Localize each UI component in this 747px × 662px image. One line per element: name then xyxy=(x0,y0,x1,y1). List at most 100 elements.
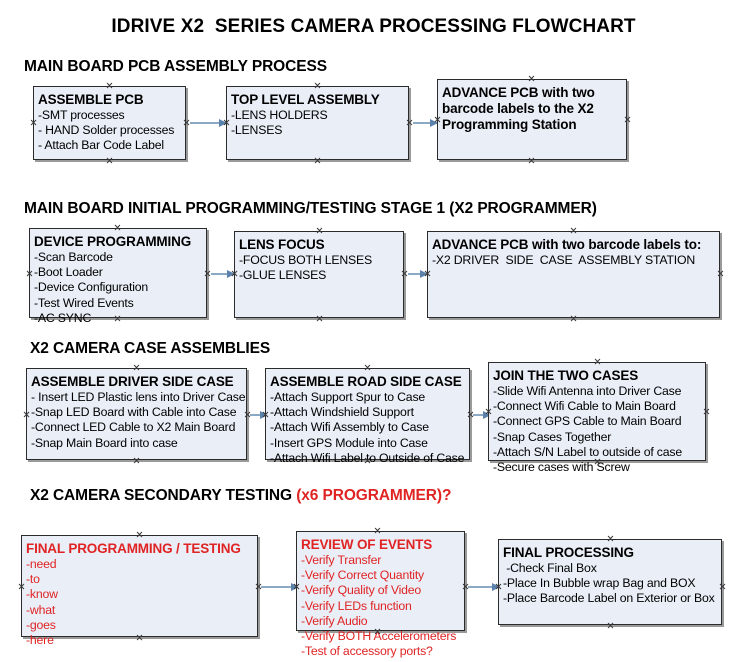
connection-handle-top[interactable] xyxy=(594,358,601,365)
node-line: -SMT processes xyxy=(38,108,125,122)
connection-handle-bottom[interactable] xyxy=(314,157,321,164)
node-line: -Attach S/N Label to outside of case xyxy=(493,444,682,459)
node-line: -Slide Wifi Antenna into Driver Case xyxy=(493,384,682,398)
node-title: DEVICE PROGRAMMING xyxy=(34,234,192,249)
node-top-level-assembly[interactable]: TOP LEVEL ASSEMBLY -LENS HOLDERS -LENSES xyxy=(226,86,409,160)
connection-handle-top[interactable] xyxy=(374,527,381,534)
connection-handle-left[interactable] xyxy=(485,408,492,415)
connection-handle-top[interactable] xyxy=(607,535,614,542)
connection-handle-bottom[interactable] xyxy=(594,458,601,465)
connection-handle-bottom[interactable] xyxy=(133,457,140,464)
node-line: -need xyxy=(26,557,57,571)
connection-handle-top[interactable] xyxy=(136,531,143,538)
node-final-programming-testing[interactable]: FINAL PROGRAMMING / TESTING -need -to -k… xyxy=(21,535,258,647)
node-line: -here xyxy=(26,633,54,648)
connector-arrow xyxy=(473,411,491,419)
connection-handle-right[interactable] xyxy=(183,119,190,126)
connection-handle-right[interactable] xyxy=(401,270,408,277)
connection-handle-bottom[interactable] xyxy=(106,157,113,164)
node-join-the-two-cases[interactable]: JOIN THE TWO CASES -Slide Wifi Antenna i… xyxy=(488,362,706,474)
node-title: ASSEMBLE ROAD SIDE CASE xyxy=(270,374,462,389)
connection-handle-left[interactable] xyxy=(424,270,431,277)
node-line: -Snap LED Board with Cable into Case xyxy=(31,405,237,420)
node-assemble-pcb[interactable]: ASSEMBLE PCB -SMT processes - HAND Solde… xyxy=(33,86,186,160)
connection-handle-left[interactable] xyxy=(262,411,269,418)
connection-handle-left[interactable] xyxy=(23,411,30,418)
node-line: -Verify Quality of Video xyxy=(301,583,422,598)
node-line: -Verify LEDs function xyxy=(301,598,412,613)
connection-handle-top[interactable] xyxy=(106,82,113,89)
node-line: -Verify Audio xyxy=(301,613,368,628)
connector-arrow xyxy=(190,119,227,127)
connection-handle-bottom[interactable] xyxy=(316,315,323,322)
connector-arrow xyxy=(413,119,438,127)
connection-handle-top[interactable] xyxy=(316,227,323,234)
connection-handle-right[interactable] xyxy=(204,270,211,277)
node-line: -Insert GPS Module into Case xyxy=(270,435,428,450)
node-line: -Test Wired Events xyxy=(34,295,134,310)
section-heading-4-text: X2 CAMERA SECONDARY TESTING xyxy=(30,487,297,504)
node-assemble-driver-side-case[interactable]: ASSEMBLE DRIVER SIDE CASE - Insert LED P… xyxy=(26,368,247,460)
node-line: -know xyxy=(26,587,58,602)
node-line: -goes xyxy=(26,617,56,632)
node-advance-pcb-station[interactable]: ADVANCE PCB with two barcode labels to t… xyxy=(437,79,627,160)
section-heading-4: X2 CAMERA SECONDARY TESTING (x6 PROGRAMM… xyxy=(30,487,451,505)
connection-handle-right[interactable] xyxy=(703,408,710,415)
connection-handle-bottom[interactable] xyxy=(114,315,121,322)
connection-handle-right[interactable] xyxy=(719,583,726,590)
connection-handle-bottom[interactable] xyxy=(570,315,577,322)
node-advance-pcb-driver-side[interactable]: ADVANCE PCB with two barcode labels to: … xyxy=(427,231,720,318)
node-line: -Place In Bubble wrap Bag and BOX xyxy=(503,576,696,591)
connection-handle-top[interactable] xyxy=(133,364,140,371)
connection-handle-top[interactable] xyxy=(570,227,577,234)
node-line: -Secure cases with Screw xyxy=(493,460,630,475)
node-title: REVIEW OF EVENTS xyxy=(301,537,433,552)
node-title: ASSEMBLE PCB xyxy=(38,92,144,107)
node-lens-focus[interactable]: LENS FOCUS -FOCUS BOTH LENSES -GLUE LENS… xyxy=(234,231,404,318)
node-line: -Attach Support Spur to Case xyxy=(270,390,426,404)
connection-handle-left[interactable] xyxy=(30,119,37,126)
connection-handle-right[interactable] xyxy=(406,119,413,126)
connection-handle-bottom[interactable] xyxy=(364,457,371,464)
connection-handle-bottom[interactable] xyxy=(607,622,614,629)
connection-handle-left[interactable] xyxy=(231,270,238,277)
node-title: FINAL PROCESSING xyxy=(503,545,634,560)
connection-handle-right[interactable] xyxy=(624,116,631,123)
node-line: -Connect GPS Cable to Main Board xyxy=(493,414,682,429)
connection-handle-left[interactable] xyxy=(434,116,441,123)
connection-handle-top[interactable] xyxy=(114,224,121,231)
connection-handle-left[interactable] xyxy=(293,583,300,590)
connection-handle-left[interactable] xyxy=(18,583,25,590)
node-line: -GLUE LENSES xyxy=(239,268,327,283)
node-line: - Attach Bar Code Label xyxy=(38,138,164,153)
connection-handle-top[interactable] xyxy=(314,82,321,89)
node-title: TOP LEVEL ASSEMBLY xyxy=(231,92,380,107)
connection-handle-right[interactable] xyxy=(717,270,724,277)
node-device-programming[interactable]: DEVICE PROGRAMMING -Scan Barcode -Boot L… xyxy=(29,228,207,325)
node-line: - HAND Solder processes xyxy=(38,123,175,138)
connection-handle-left[interactable] xyxy=(223,119,230,126)
node-line: -Snap Cases Together xyxy=(493,429,612,444)
connection-handle-top[interactable] xyxy=(364,364,371,371)
connection-handle-left[interactable] xyxy=(26,270,33,277)
node-line: -Boot Loader xyxy=(34,265,103,280)
connection-handle-top[interactable] xyxy=(528,75,535,82)
node-assemble-road-side-case[interactable]: ASSEMBLE ROAD SIDE CASE -Attach Support … xyxy=(265,368,470,465)
node-line: -AC SYNC xyxy=(34,310,92,325)
connection-handle-bottom[interactable] xyxy=(528,157,535,164)
node-line: -Snap Main Board into case xyxy=(31,435,178,450)
connection-handle-left[interactable] xyxy=(495,583,502,590)
node-line: -Place Barcode Label on Exterior or Box xyxy=(503,591,715,606)
node-line: -FOCUS BOTH LENSES xyxy=(239,253,373,267)
node-final-processing[interactable]: FINAL PROCESSING -Check Final Box -Place… xyxy=(498,539,722,625)
node-line: -LENS HOLDERS xyxy=(231,108,328,122)
connection-handle-bottom[interactable] xyxy=(374,628,381,635)
connection-handle-bottom[interactable] xyxy=(136,634,143,641)
node-line: - Insert LED Plastic lens into Driver Ca… xyxy=(31,390,246,404)
node-line: -Check Final Box xyxy=(503,561,597,575)
node-review-of-events[interactable]: REVIEW OF EVENTS -Verify Transfer -Verif… xyxy=(296,531,465,658)
node-line: -Attach Windshield Support xyxy=(270,405,414,420)
node-line: -X2 DRIVER SIDE CASE ASSEMBLY STATION xyxy=(432,253,696,267)
arrowhead-icon xyxy=(483,411,491,419)
